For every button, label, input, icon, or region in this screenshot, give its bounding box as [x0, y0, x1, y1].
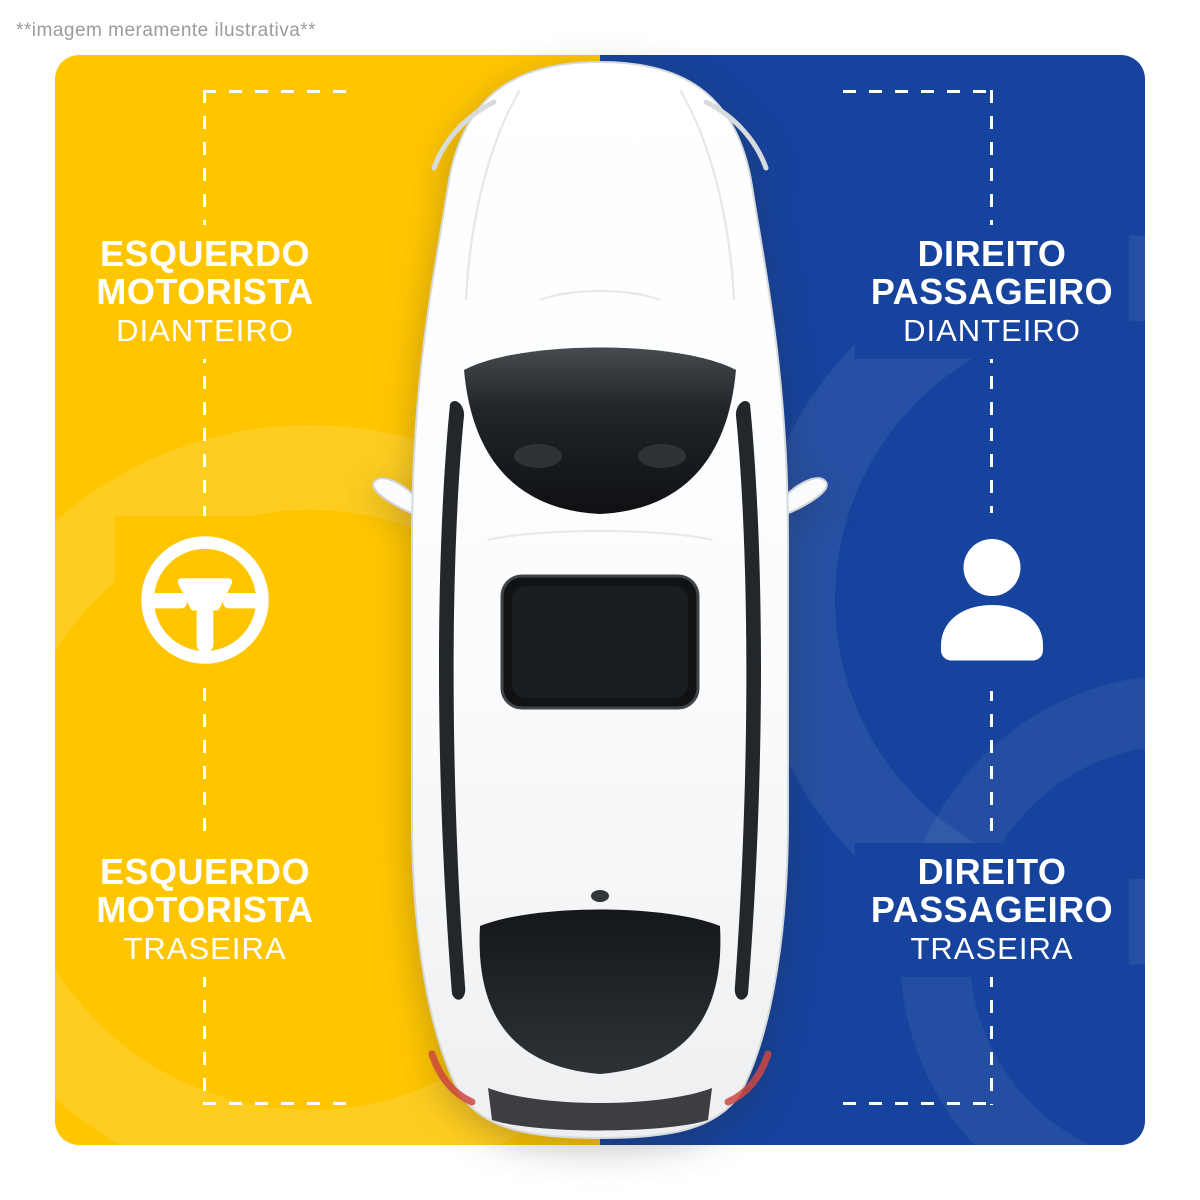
- car-top-view: [372, 60, 828, 1140]
- label-driver-rear: ESQUERDO MOTORISTA TRASEIRA: [80, 843, 330, 977]
- label-line: DIANTEIRO: [116, 313, 294, 348]
- label-passenger-rear: DIREITO PASSAGEIRO TRASEIRA: [854, 843, 1130, 977]
- label-line: ESQUERDO: [99, 851, 311, 892]
- label-line: DIREITO: [917, 851, 1067, 892]
- right-bottom-dashed-guide: [843, 1102, 993, 1105]
- label-line: TRASEIRA: [910, 931, 1074, 966]
- left-top-dashed-guide: [203, 90, 353, 93]
- label-line: PASSAGEIRO: [870, 271, 1114, 312]
- left-bottom-dashed-guide: [203, 1102, 353, 1105]
- label-line: PASSAGEIRO: [870, 889, 1114, 930]
- label-line: DIANTEIRO: [903, 313, 1081, 348]
- label-line: MOTORISTA: [96, 271, 314, 312]
- disclaimer-text: **imagem meramente ilustrativa**: [16, 20, 317, 41]
- steering-wheel-icon: [115, 516, 295, 684]
- right-top-dashed-guide: [843, 90, 993, 93]
- label-line: DIREITO: [917, 233, 1067, 274]
- label-line: ESQUERDO: [99, 233, 311, 274]
- label-driver-front: ESQUERDO MOTORISTA DIANTEIRO: [80, 225, 330, 359]
- label-line: MOTORISTA: [96, 889, 314, 930]
- label-passenger-front: DIREITO PASSAGEIRO DIANTEIRO: [854, 225, 1130, 359]
- label-line: TRASEIRA: [123, 931, 287, 966]
- person-icon: [897, 513, 1087, 691]
